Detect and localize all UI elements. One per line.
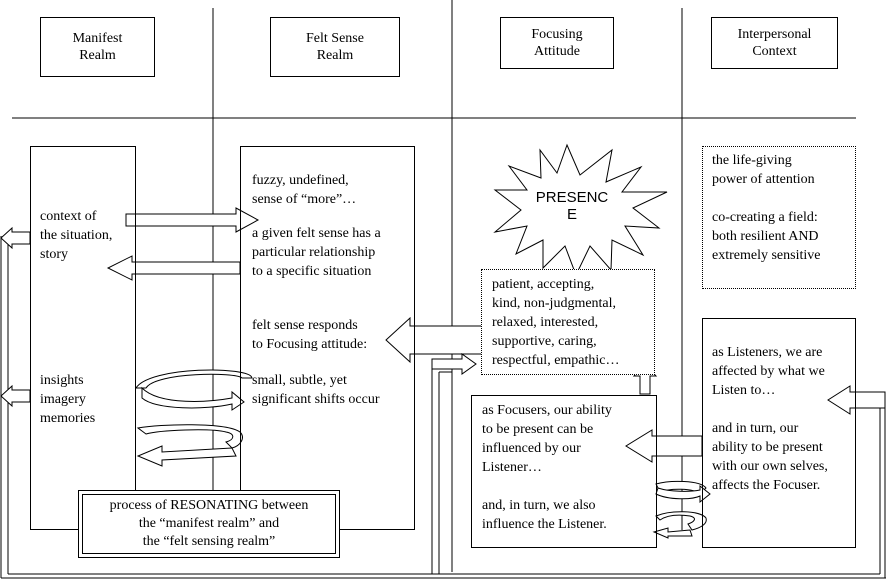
- header-manifest-label: Manifest Realm: [72, 31, 123, 63]
- header-interpersonal-label: Interpersonal Context: [737, 27, 812, 59]
- manifest-box: [30, 146, 136, 530]
- arrow-focusing-to-felt: [385, 316, 483, 364]
- listeners-box: [702, 318, 856, 548]
- arrow-listener-to-focuser: [625, 429, 703, 463]
- presence-label: PRESENC E: [535, 189, 609, 223]
- focusers-text: as Focusers, our ability to be present c…: [482, 403, 612, 532]
- felt-responds-text: felt sense responds to Focusing attitude…: [252, 318, 368, 352]
- resonating-text: process of RESONATING between the “manif…: [109, 498, 309, 549]
- felt-fuzzy-text: fuzzy, undefined, sense of “more”…: [252, 173, 357, 207]
- curve-resonate-1: [135, 369, 253, 389]
- felt-relationship-text: a given felt sense has a particular rela…: [252, 226, 381, 279]
- header-felt-sense-label: Felt Sense Realm: [306, 31, 364, 63]
- curve-mid-3: [655, 511, 707, 531]
- arrow-left-edge-top: [0, 226, 31, 250]
- curve-resonate-2: [141, 386, 245, 411]
- resonating-inner: process of RESONATING between the “manif…: [82, 494, 336, 554]
- interpersonal-attention-box: [702, 146, 856, 289]
- focusing-qualities-text: patient, accepting, kind, non-judgmental…: [492, 277, 620, 368]
- arrow-into-listeners: [827, 385, 886, 415]
- arrow-into-focusing: [431, 353, 477, 375]
- header-manifest: Manifest Realm: [40, 17, 155, 77]
- header-interpersonal: Interpersonal Context: [711, 17, 838, 69]
- curve-mid-4: [652, 527, 693, 539]
- arrow-context-to-felt: [125, 207, 260, 233]
- manifest-insights-text: insights imagery memories: [40, 373, 96, 426]
- focusers-box: [471, 395, 657, 548]
- focusing-qualities-box: [481, 269, 655, 375]
- listeners-text: as Listeners, we are affected by what we…: [712, 345, 828, 493]
- arrow-felt-to-manifest: [106, 255, 241, 281]
- arrow-left-edge-bottom: [0, 384, 31, 408]
- header-focusing-label: Focusing Attitude: [531, 27, 583, 59]
- curve-resonate-3: [136, 424, 243, 449]
- interpersonal-attention-text: the life-giving power of attention co-cr…: [712, 153, 821, 263]
- resonating-box: process of RESONATING between the “manif…: [78, 490, 340, 558]
- felt-shifts-text: small, subtle, yet significant shifts oc…: [252, 373, 380, 407]
- curve-mid-2: [655, 484, 711, 504]
- header-focusing: Focusing Attitude: [500, 17, 614, 69]
- header-felt-sense: Felt Sense Realm: [270, 17, 400, 77]
- curve-resonate-4: [136, 445, 237, 467]
- manifest-context-text: context of the situation, story: [40, 209, 113, 262]
